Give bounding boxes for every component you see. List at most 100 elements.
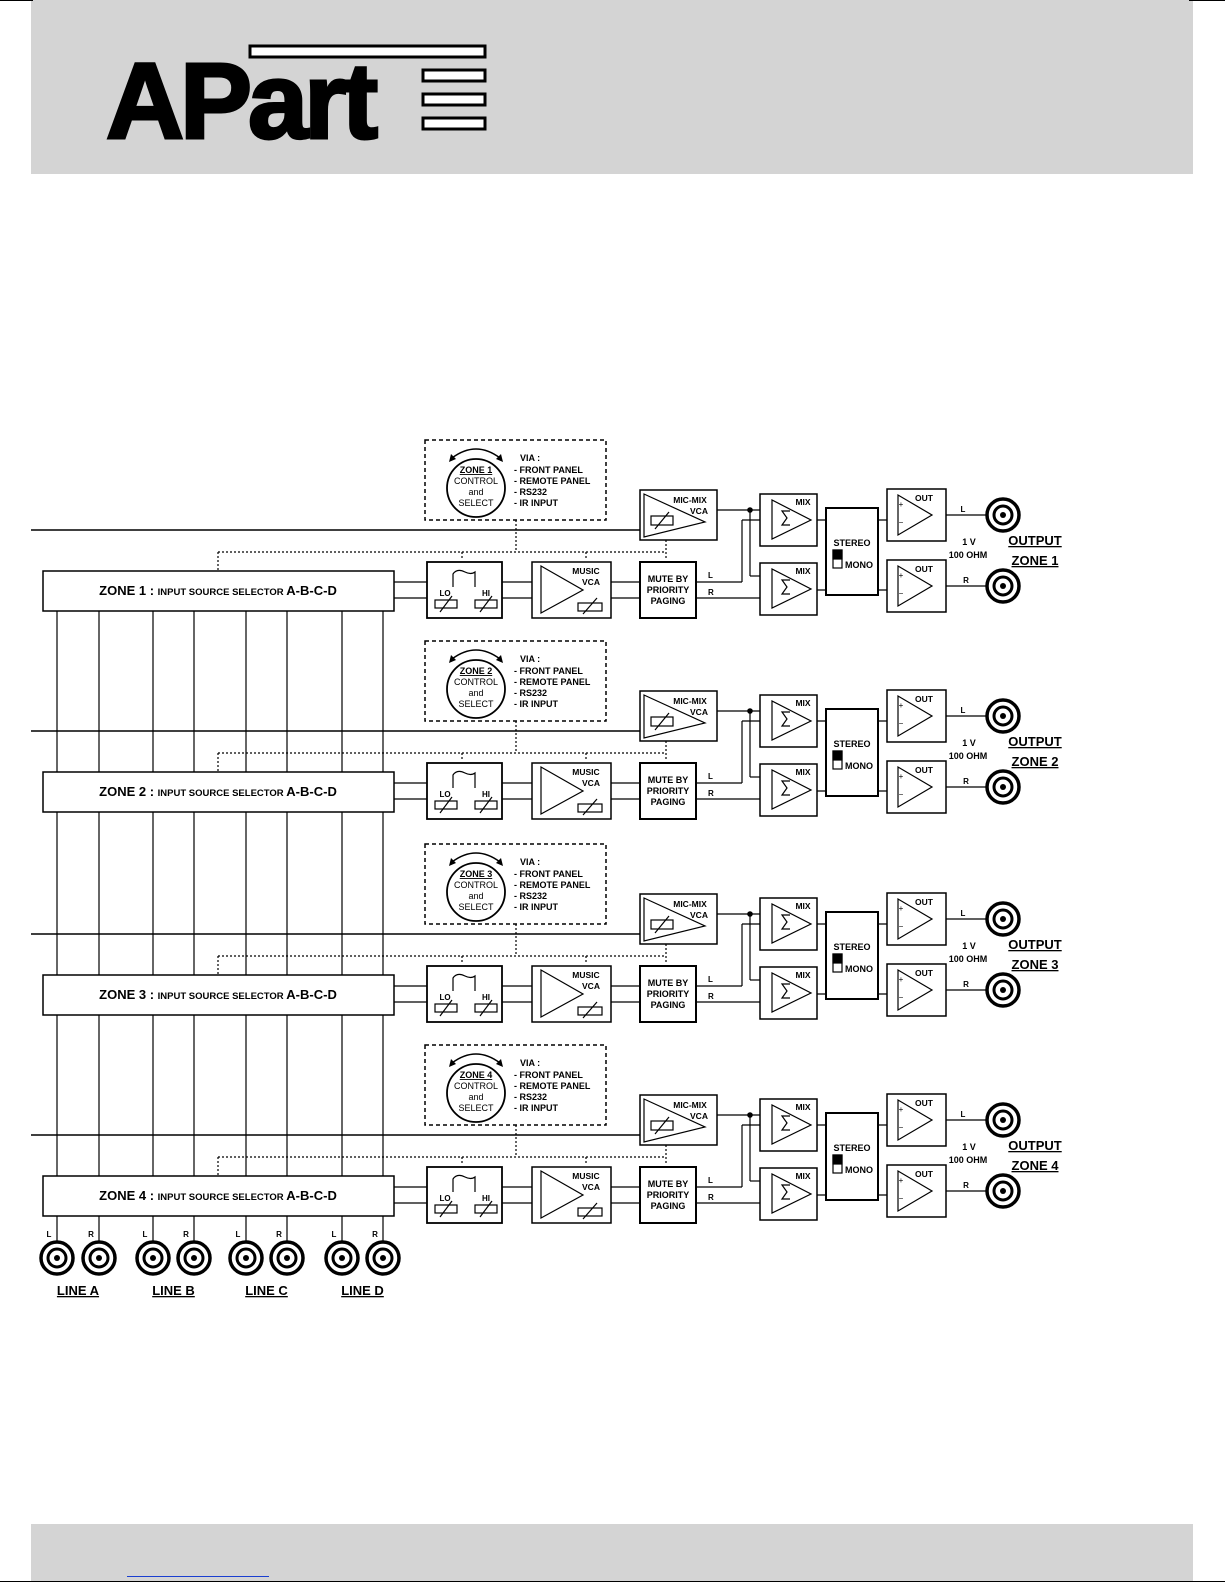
mix-amp-symbol — [771, 1104, 813, 1145]
crop-mark-top-right — [1189, 0, 1225, 1]
eq-lo-pot-slash — [439, 796, 453, 814]
out-plus-sign: + — [899, 571, 904, 580]
knob-and-label: and — [468, 1092, 483, 1102]
music-vca-label-2: VCA — [582, 778, 600, 788]
out-r-label: R — [963, 777, 969, 786]
out-amp-symbol — [897, 968, 934, 1012]
mute-label-2: PRIORITY — [647, 786, 690, 796]
out-label: OUT — [915, 897, 934, 907]
music-vca-amp-symbol — [540, 765, 585, 816]
out-r-label: R — [963, 980, 969, 989]
footer-band — [31, 1524, 1193, 1581]
input-jack-r-label: R — [88, 1230, 94, 1239]
eq-curve — [452, 569, 476, 587]
knob-select-label: SELECT — [458, 498, 494, 508]
tone-eq-block — [426, 965, 503, 1023]
out-r-label: R — [963, 576, 969, 585]
mute-label-3: PAGING — [651, 1201, 686, 1211]
mix-block-2 — [759, 966, 818, 1020]
music-vca-block — [531, 965, 612, 1023]
mix-amp-symbol — [771, 499, 813, 540]
logo-text: APart — [106, 40, 377, 161]
footer-rule — [0, 1581, 1225, 1582]
eq-lo-label: LO — [439, 589, 450, 598]
mute-out-l-label: L — [708, 571, 713, 580]
mute-label-3: PAGING — [651, 1000, 686, 1010]
via-option: - REMOTE PANEL — [514, 476, 591, 486]
eq-hi-pot-slash — [479, 595, 493, 613]
mic-mix-label-2: VCA — [690, 910, 708, 920]
via-option: - RS232 — [514, 891, 547, 901]
out-minus-sign: − — [899, 518, 904, 527]
input-jack-r-label: R — [183, 1230, 189, 1239]
via-option: - REMOTE PANEL — [514, 880, 591, 890]
input-line-label: LINE D — [341, 1283, 384, 1298]
out-l-label: L — [961, 909, 966, 918]
output-zone-label: ZONE 3 — [1012, 957, 1059, 972]
output-jack-pin — [1000, 916, 1006, 922]
mix-amp-symbol — [771, 903, 813, 944]
knob-and-label: and — [468, 688, 483, 698]
zone-control-knob — [446, 458, 506, 518]
mic-mix-label-2: VCA — [690, 707, 708, 717]
switch-knob — [832, 953, 843, 964]
knob-arrow-head-right — [496, 655, 503, 663]
mic-mix-pot-slash — [654, 511, 670, 530]
via-option: - FRONT PANEL — [514, 869, 583, 879]
mic-mix-amp-symbol — [643, 493, 707, 538]
knob-select-label: SELECT — [458, 1103, 494, 1113]
mic-mix-label-1: MIC-MIX — [673, 899, 707, 909]
tone-eq-block — [426, 762, 503, 820]
mix-label: MIX — [795, 970, 810, 980]
input-jack-l-label: L — [236, 1230, 241, 1239]
via-option: - FRONT PANEL — [514, 666, 583, 676]
eq-lo-label: LO — [439, 790, 450, 799]
mute-out-l-label: L — [708, 772, 713, 781]
input-jack-l-label: L — [143, 1230, 148, 1239]
mute-label-2: PRIORITY — [647, 585, 690, 595]
selector-label: ZONE 1 : INPUT SOURCE SELECTOR A-B-C-D — [99, 583, 337, 598]
crop-mark-top-left — [0, 0, 33, 1]
via-option: - IR INPUT — [514, 1103, 559, 1113]
knob-control-label: CONTROL — [454, 880, 498, 890]
eq-lo-label: LO — [439, 1194, 450, 1203]
mic-mix-pot-slash — [654, 915, 670, 934]
output-zone-label: ZONE 1 — [1012, 553, 1059, 568]
music-vca-pot — [577, 803, 603, 813]
music-vca-label-2: VCA — [582, 1182, 600, 1192]
output-jack-pin — [1000, 1188, 1006, 1194]
input-source-selector — [42, 1175, 395, 1217]
mute-out-r-label: R — [708, 992, 714, 1001]
input-jack-pin — [54, 1255, 60, 1261]
mix-label: MIX — [795, 698, 810, 708]
mix-label: MIX — [795, 1102, 810, 1112]
out-l-label: L — [961, 505, 966, 514]
music-vca-label-1: MUSIC — [572, 566, 599, 576]
input-jack-pin — [380, 1255, 386, 1261]
logo-bar-top — [248, 44, 487, 59]
mono-label: MONO — [845, 964, 873, 974]
knob-control-label: CONTROL — [454, 1081, 498, 1091]
knob-select-label: SELECT — [458, 902, 494, 912]
mono-label: MONO — [845, 1165, 873, 1175]
out-amp-symbol — [897, 493, 934, 537]
via-label: VIA : — [520, 654, 540, 664]
music-vca-pot — [577, 1006, 603, 1016]
out-plus-sign: + — [899, 1105, 904, 1114]
input-source-selector — [42, 974, 395, 1016]
eq-hi-label: HI — [482, 993, 490, 1002]
footer-link[interactable] — [127, 1576, 269, 1577]
out-plus-sign: + — [899, 904, 904, 913]
mute-label-1: MUTE BY — [648, 775, 689, 785]
mix-block-2 — [759, 562, 818, 616]
mute-priority-block — [639, 1166, 697, 1224]
stereo-label: STEREO — [833, 538, 870, 548]
out-label: OUT — [915, 493, 934, 503]
via-option: - FRONT PANEL — [514, 465, 583, 475]
knob-arrow-arc — [451, 448, 501, 459]
